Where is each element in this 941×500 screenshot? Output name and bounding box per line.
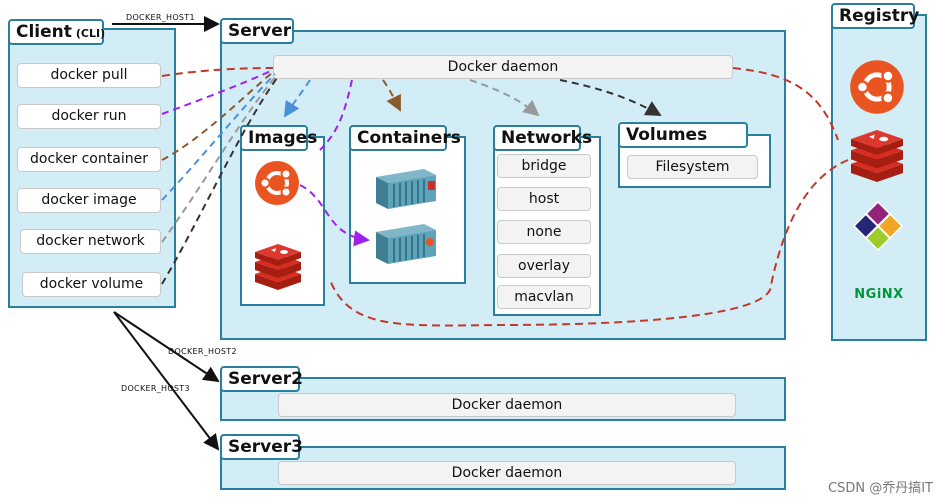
cmd-docker-pull[interactable]: docker pull — [17, 63, 161, 88]
server-title: Server — [220, 18, 294, 44]
docker-host3-arrow — [113, 311, 220, 451]
server3-docker-daemon[interactable]: Docker daemon — [278, 461, 736, 485]
container-icon — [376, 224, 436, 264]
cmd-docker-run[interactable]: docker run — [17, 104, 161, 129]
network-overlay[interactable]: overlay — [497, 254, 591, 278]
container-icon — [376, 169, 436, 209]
nginx-icon: NGiNX — [854, 287, 904, 302]
containers-title: Containers — [349, 125, 461, 151]
ubuntu-icon — [850, 60, 904, 114]
volume-filesystem[interactable]: Filesystem — [627, 155, 758, 179]
centos-icon — [852, 200, 904, 252]
client-title-text: Client — [16, 22, 72, 42]
docker-host3-label: DOCKER_HOST3 — [121, 384, 190, 393]
cmd-docker-network[interactable]: docker network — [20, 229, 161, 254]
docker-host2-label: DOCKER_HOST2 — [168, 347, 237, 356]
server3-title: Server3 — [220, 434, 303, 460]
cmd-docker-image[interactable]: docker image — [17, 188, 161, 213]
redis-icon — [851, 130, 903, 182]
network-host[interactable]: host — [497, 187, 591, 211]
client-subtitle: (CLI) — [75, 27, 106, 40]
docker-host1-label: DOCKER_HOST1 — [126, 13, 195, 22]
images-title: Images — [240, 125, 317, 151]
server-docker-daemon[interactable]: Docker daemon — [273, 55, 733, 79]
redis-icon — [255, 244, 301, 290]
ubuntu-icon — [255, 161, 299, 205]
network-macvlan[interactable]: macvlan — [497, 285, 591, 309]
server2-docker-daemon[interactable]: Docker daemon — [278, 393, 736, 417]
volumes-title: Volumes — [618, 122, 748, 148]
watermark-text: CSDN @乔丹搞IT — [828, 481, 933, 496]
registry-title: Registry — [831, 3, 919, 29]
network-none[interactable]: none — [497, 220, 591, 244]
client-title: Client(CLI) — [8, 19, 106, 45]
cmd-docker-volume[interactable]: docker volume — [22, 272, 161, 297]
cmd-docker-container[interactable]: docker container — [17, 147, 161, 172]
server2-title: Server2 — [220, 366, 303, 392]
network-bridge[interactable]: bridge — [497, 154, 591, 178]
networks-title: Networks — [493, 125, 592, 151]
